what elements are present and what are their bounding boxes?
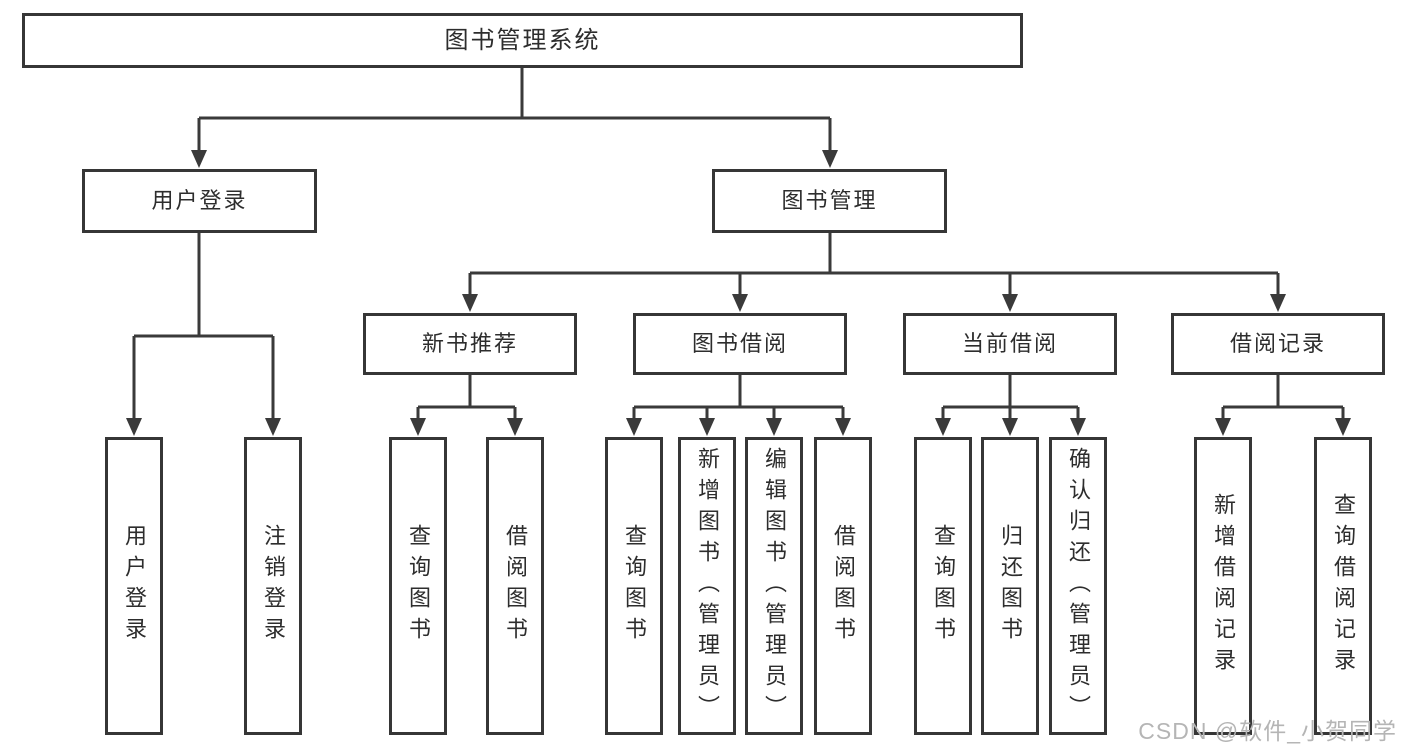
leaf-return-books: 归还图书 xyxy=(981,437,1039,735)
node-label: 查询图书 xyxy=(406,524,431,648)
node-borrow-records: 借阅记录 xyxy=(1171,313,1385,375)
leaf-query-books-recommend: 查询图书 xyxy=(389,437,447,735)
node-label: 借阅图书 xyxy=(831,524,856,648)
node-label: 新增借阅记录 xyxy=(1211,493,1236,679)
node-label: 归还图书 xyxy=(998,524,1023,648)
node-label: 新增图书（管理员） xyxy=(695,446,720,726)
node-label: 图书管理 xyxy=(781,188,878,213)
node-root-library-system: 图书管理系统 xyxy=(22,13,1023,68)
csdn-watermark: CSDN @软件_小贺同学 xyxy=(1138,718,1397,744)
node-label: 用户登录 xyxy=(122,524,147,648)
node-label: 图书管理系统 xyxy=(444,26,601,54)
node-label: 用户登录 xyxy=(151,188,248,213)
node-current-borrow: 当前借阅 xyxy=(903,313,1117,375)
leaf-user-login: 用户登录 xyxy=(105,437,163,735)
node-label: 借阅记录 xyxy=(1229,331,1326,356)
leaf-query-books-borrow: 查询图书 xyxy=(605,437,663,735)
leaf-query-books-current: 查询图书 xyxy=(914,437,972,735)
leaf-edit-books-admin: 编辑图书（管理员） xyxy=(745,437,803,735)
node-label: 查询图书 xyxy=(931,524,956,648)
node-label: 借阅图书 xyxy=(503,524,528,648)
leaf-add-books-admin: 新增图书（管理员） xyxy=(678,437,736,735)
node-label: 注销登录 xyxy=(261,524,286,648)
node-user-login: 用户登录 xyxy=(82,169,317,233)
leaf-query-borrow-record: 查询借阅记录 xyxy=(1314,437,1372,735)
node-label: 新书推荐 xyxy=(421,331,518,356)
node-label: 编辑图书（管理员） xyxy=(762,446,787,726)
node-label: 确认归还（管理员） xyxy=(1066,446,1091,726)
leaf-confirm-return-admin: 确认归还（管理员） xyxy=(1049,437,1107,735)
node-label: 当前借阅 xyxy=(961,331,1058,356)
node-label: 图书借阅 xyxy=(691,331,788,356)
leaf-borrow-books-recommend: 借阅图书 xyxy=(486,437,544,735)
node-label: 查询图书 xyxy=(622,524,647,648)
leaf-add-borrow-record: 新增借阅记录 xyxy=(1194,437,1252,735)
node-label: 查询借阅记录 xyxy=(1331,493,1356,679)
leaf-borrow-books: 借阅图书 xyxy=(814,437,872,735)
node-book-borrow: 图书借阅 xyxy=(633,313,847,375)
leaf-logout: 注销登录 xyxy=(244,437,302,735)
node-book-management: 图书管理 xyxy=(712,169,947,233)
node-new-book-recommend: 新书推荐 xyxy=(363,313,577,375)
